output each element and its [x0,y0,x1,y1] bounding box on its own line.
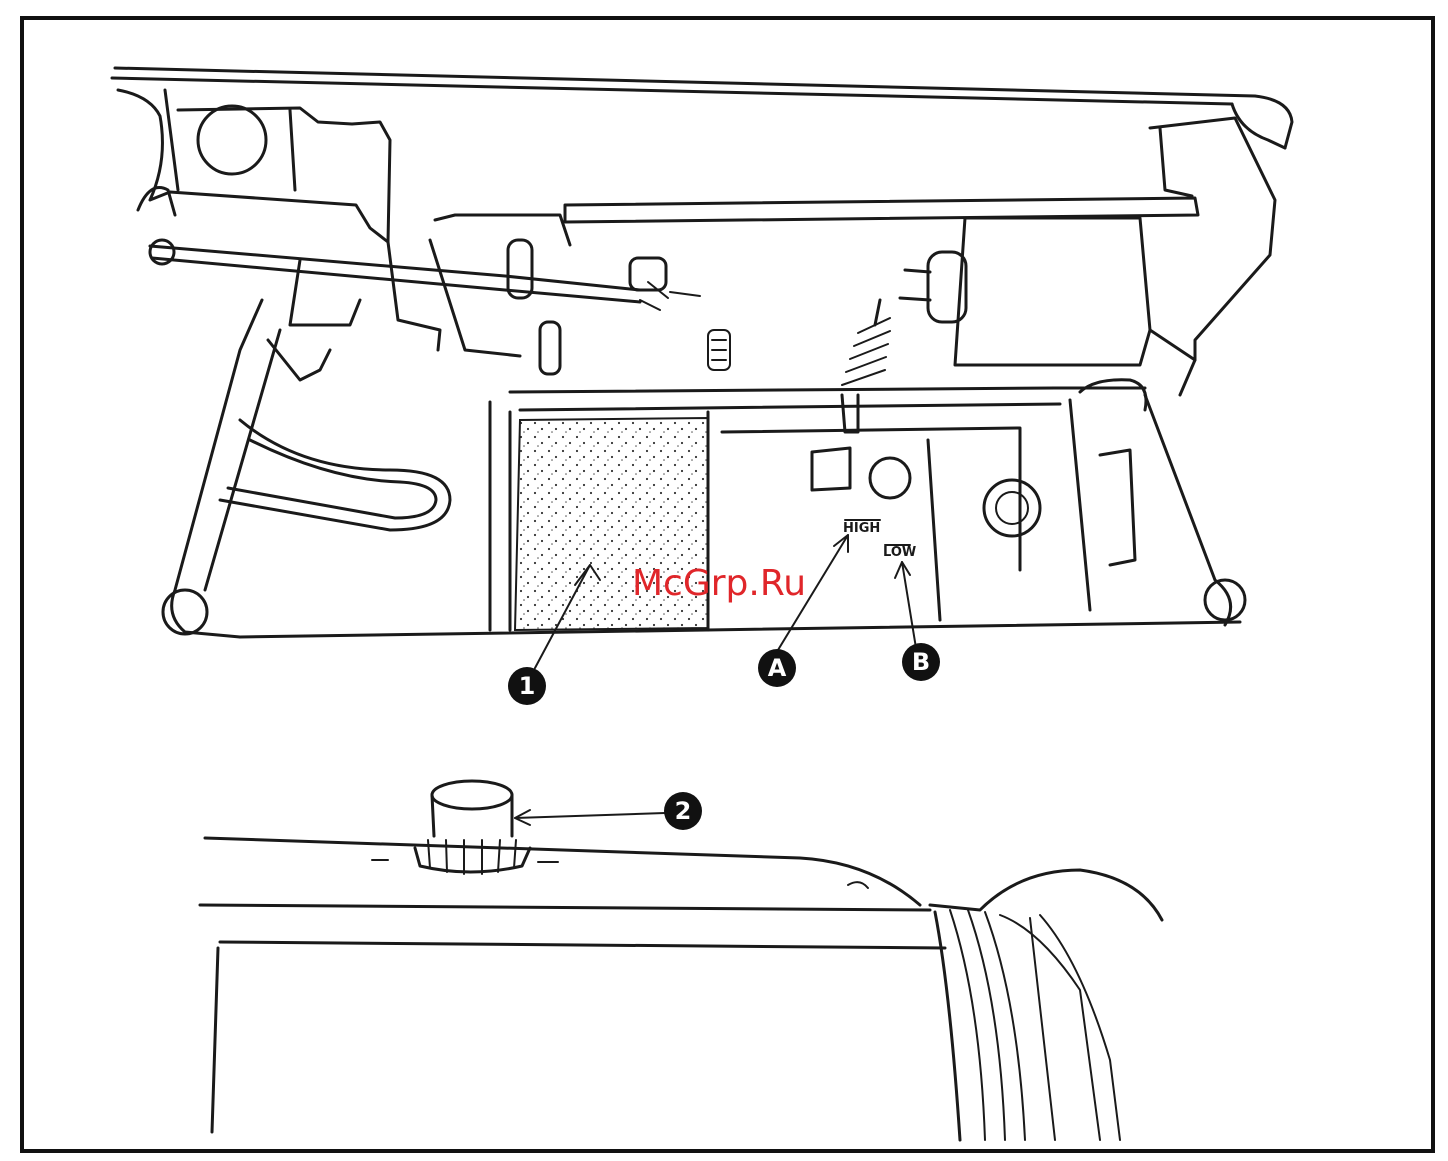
watermark: McGrp.Ru [632,563,806,604]
level-mark-low: LOW [883,545,916,560]
level-mark-high: HIGH [843,521,880,536]
callout-badge-2: 2 [664,792,702,830]
table-top-with-oil-cap [200,781,1162,1140]
svg-text:A: A [768,654,787,682]
svg-text:B: B [912,648,930,676]
callout-badge-a: A [758,649,796,687]
motor-housing [900,118,1275,395]
oil-reservoir-pan [490,380,1245,630]
callout-badge-b: B [902,643,940,681]
callout-badge-1: 1 [508,667,546,705]
oil-pump-spring [565,198,1198,432]
svg-text:1: 1 [519,672,536,700]
svg-text:2: 2 [675,797,692,825]
linkage-rod [138,188,700,375]
